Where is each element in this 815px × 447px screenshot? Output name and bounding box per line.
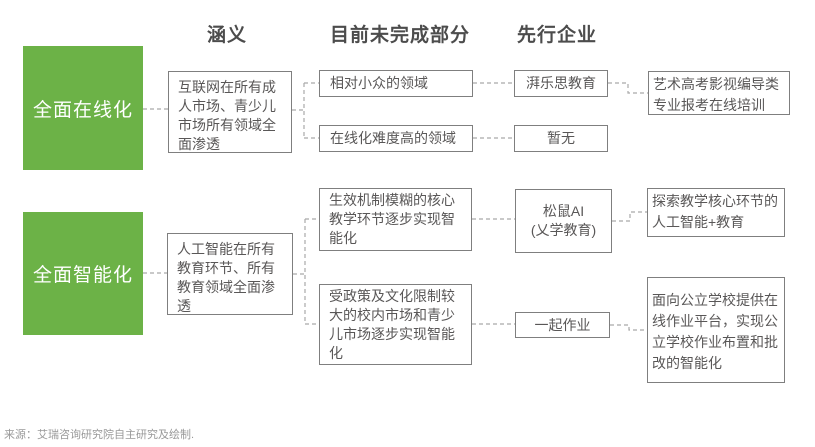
column-header-meaning: 涵义 (206, 25, 247, 46)
description-box-art-exam: 艺术高考影视编导类专业报考在线培训 (648, 71, 790, 115)
description-text-homework-platform: 面向公立学校提供在线作业平台，实现公立学校作业布置和批改的智能化 (652, 292, 778, 371)
description-text-ai-education: 探索教学核心环节的人工智能+教育 (652, 193, 778, 230)
meaning-box-online: 互联网在所有成人市场、青少儿市场所有领域全面渗透 (168, 71, 292, 153)
pioneer-box-none: 暂无 (514, 125, 608, 152)
connector-pailesi-highlight (608, 82, 648, 94)
meaning-box-intelligent: 人工智能在所有教育环节、所有教育领域全面渗透 (167, 233, 293, 315)
pioneer-box-pailesi: 湃乐思教育 (514, 70, 608, 97)
connector-meaning1-branch (292, 82, 319, 139)
unfinished-text-core-teaching: 生效机制模糊的核心教学环节逐步实现智能化 (329, 192, 455, 246)
stage-box-online: 全面在线化 (23, 46, 143, 170)
unfinished-box-school-market: 受政策及文化限制较大的校内市场和青少儿市场逐步实现智能化 (319, 284, 472, 365)
description-box-ai-education: 探索教学核心环节的人工智能+教育 (647, 188, 785, 237)
connector-meaning2-branch (293, 218, 319, 325)
unfinished-box-hard-to-online: 在线化难度高的领域 (319, 125, 473, 152)
column-header-unfinished: 目前未完成部分 (329, 25, 470, 46)
column-header-pioneers: 先行企业 (516, 25, 597, 46)
unfinished-text-school-market: 受政策及文化限制较大的校内市场和青少儿市场逐步实现智能化 (329, 288, 455, 361)
unfinished-box-core-teaching: 生效机制模糊的核心教学环节逐步实现智能化 (319, 188, 472, 251)
description-text-art-exam: 艺术高考影视编导类专业报考在线培训 (653, 76, 779, 113)
connector-songshu-highlight (612, 211, 647, 222)
stage-box-intelligent: 全面智能化 (23, 212, 143, 335)
pioneer-box-yiqi-zuoye: 一起作业 (515, 312, 610, 338)
unfinished-box-niche: 相对小众的领域 (319, 70, 473, 97)
meaning-text-online: 互联网在所有成人市场、青少儿市场所有领域全面渗透 (178, 79, 276, 152)
meaning-text-intelligent: 人工智能在所有教育环节、所有教育领域全面渗透 (177, 241, 275, 314)
source-note: 来源：艾瑞咨询研究院自主研究及绘制. (4, 429, 195, 441)
connector-yiqi-highlight (610, 324, 647, 331)
pioneer-box-songshu-ai: 松鼠AI (乂学教育) (515, 189, 612, 253)
description-box-homework-platform: 面向公立学校提供在线作业平台，实现公立学校作业布置和批改的智能化 (647, 277, 785, 383)
